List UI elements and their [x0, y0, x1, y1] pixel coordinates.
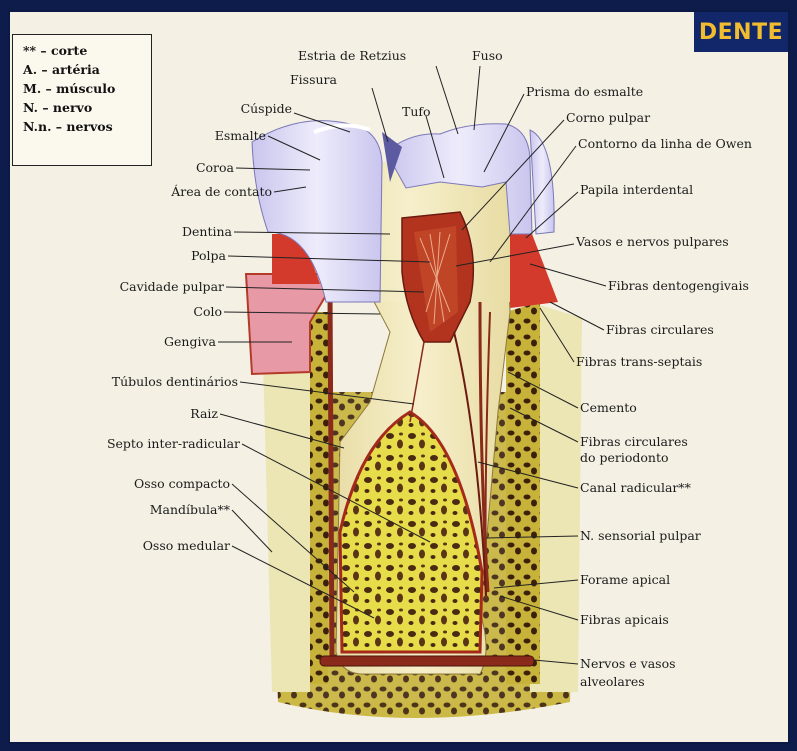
abbreviation-legend: ** – corte A. – artéria M. – músculo N. … [12, 34, 152, 166]
label-tufo: Tufo [402, 104, 431, 119]
label-nervos-alv-1: Nervos e vasos [580, 656, 676, 671]
label-tubulos: Túbulos dentinários [112, 374, 238, 389]
label-cavidade-pulpar: Cavidade pulpar [120, 279, 224, 294]
label-cuspide: Cúspide [241, 101, 292, 116]
label-dentina: Dentina [182, 224, 233, 239]
diagram-frame: Cúspide Esmalte Coroa Área de contato De… [8, 10, 790, 744]
label-colo: Colo [193, 304, 222, 319]
label-mandibula: Mandíbula** [150, 502, 231, 517]
label-gengiva: Gengiva [164, 334, 216, 349]
label-canal: Canal radicular** [580, 480, 692, 495]
legend-item: N. – nervo [23, 98, 147, 117]
label-polpa: Polpa [191, 248, 226, 263]
label-estria: Estria de Retzius [298, 48, 406, 63]
legend-item: M. – músculo [23, 79, 147, 98]
label-raiz: Raiz [190, 406, 218, 421]
label-prisma: Prisma do esmalte [526, 84, 643, 99]
title-badge: DENTE [694, 12, 788, 52]
label-corno: Corno pulpar [566, 110, 650, 125]
label-osso-medular: Osso medular [143, 538, 230, 553]
label-fibras-dento: Fibras dentogengivais [608, 278, 749, 293]
label-vasos-pulpares: Vasos e nervos pulpares [575, 234, 729, 249]
legend-item: N.n. – nervos [23, 117, 147, 136]
label-nervos-alv-2: alveolares [580, 674, 645, 689]
label-coroa: Coroa [196, 160, 235, 175]
label-fuso: Fuso [472, 48, 503, 63]
alveolar-nerve [320, 656, 534, 666]
label-papila: Papila interdental [580, 182, 693, 197]
label-esmalte: Esmalte [215, 128, 266, 143]
label-fibras-trans: Fibras trans-septais [576, 354, 702, 369]
label-fibras-circ: Fibras circulares [606, 322, 714, 337]
label-fibras-apicais: Fibras apicais [580, 612, 669, 627]
label-fibras-periodonto-2: do periodonto [580, 450, 669, 465]
label-contorno: Contorno da linha de Owen [578, 136, 752, 151]
label-fibras-periodonto-1: Fibras circulares [580, 434, 688, 449]
page-title: DENTE [699, 20, 783, 45]
label-fissura: Fissura [290, 72, 338, 87]
label-septo: Septo inter-radicular [107, 436, 240, 451]
label-cemento: Cemento [580, 400, 637, 415]
gingiva-right [510, 234, 558, 308]
legend-item: ** – corte [23, 41, 147, 60]
label-forame: Forame apical [580, 572, 670, 587]
legend-item: A. – artéria [23, 60, 147, 79]
label-osso-compacto: Osso compacto [134, 476, 230, 491]
label-area-contato: Área de contato [170, 184, 272, 199]
label-n-sensorial: N. sensorial pulpar [580, 528, 701, 543]
